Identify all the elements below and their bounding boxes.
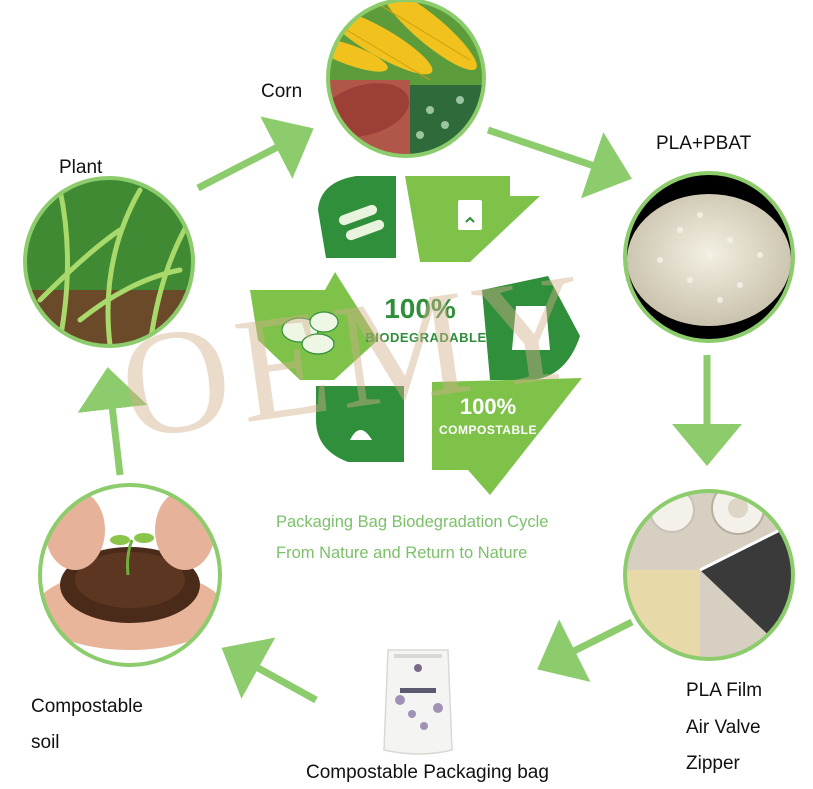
biodegradable-label: BIODEGRADABLE	[365, 330, 486, 345]
recycle-logo: 100% BIODEGRADABLE 100% COMPOSTABLE	[250, 176, 582, 495]
soil-image	[40, 485, 220, 665]
arrow-soil-to-plant	[77, 367, 148, 476]
label-plant: Plant	[59, 157, 103, 178]
arrow-corn-to-pla	[486, 126, 632, 199]
label-pla-pbat: PLA+PBAT	[656, 133, 752, 154]
label-compostable-soil-line2: soil	[31, 732, 60, 753]
biodegradable-percent: 100%	[384, 293, 456, 324]
caption-line-1: Packaging Bag Biodegradation Cycle	[276, 513, 549, 531]
label-corn: Corn	[261, 81, 303, 102]
label-air-valve: Air Valve	[686, 717, 761, 738]
compostable-label: COMPOSTABLE	[439, 423, 537, 437]
arrow-film-to-bag	[537, 618, 634, 682]
plant-image	[25, 178, 193, 346]
label-compostable-soil-line1: Compostable	[31, 696, 143, 717]
arrow-plant-to-corn	[196, 116, 314, 192]
film-valve-zipper-image	[625, 491, 793, 659]
caption-line-2: From Nature and Return to Nature	[276, 544, 528, 562]
compostable-percent: 100%	[460, 394, 516, 419]
arrow-bag-to-soil	[221, 637, 318, 704]
cycle-arrows	[77, 116, 742, 704]
corn-image	[328, 0, 484, 156]
bag-image	[383, 649, 453, 755]
label-pla-film: PLA Film	[686, 680, 763, 701]
label-compostable-bag: Compostable Packaging bag	[306, 762, 549, 783]
pellets-image	[625, 173, 793, 341]
label-zipper: Zipper	[686, 753, 740, 774]
